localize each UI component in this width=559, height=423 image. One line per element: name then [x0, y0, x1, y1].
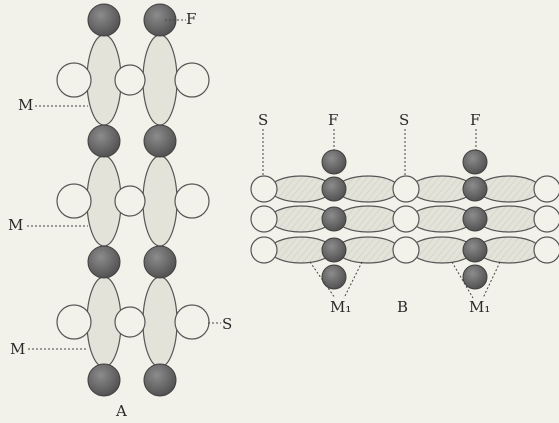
dark-sphere	[143, 245, 177, 279]
dark-sphere	[462, 206, 488, 232]
small-ring	[392, 175, 420, 203]
label-s-a: S	[222, 315, 233, 333]
pale-ellipse	[142, 34, 178, 126]
small-ring	[392, 236, 420, 264]
dark-sphere	[143, 3, 177, 37]
leader-line	[343, 261, 363, 299]
label-s-b-2: S	[399, 111, 410, 129]
label-m-a-3: M	[10, 340, 26, 358]
label-m-a-1: M	[18, 96, 34, 114]
dark-sphere	[143, 124, 177, 158]
small-ring	[56, 62, 92, 98]
small-ring	[174, 183, 210, 219]
small-ring	[174, 304, 210, 340]
small-ring	[533, 236, 559, 264]
small-ring	[174, 62, 210, 98]
small-ring	[114, 306, 146, 338]
dark-sphere	[143, 363, 177, 397]
dark-sphere	[321, 206, 347, 232]
label-f-a: F	[186, 10, 197, 28]
small-ring	[250, 175, 278, 203]
small-ring	[392, 205, 420, 233]
leader-line	[309, 261, 336, 299]
small-ring	[533, 205, 559, 233]
dark-sphere	[321, 264, 347, 290]
label-f-b-2: F	[470, 111, 481, 129]
small-ring	[533, 175, 559, 203]
dark-sphere	[87, 124, 121, 158]
dark-sphere	[321, 149, 347, 175]
dark-sphere	[87, 363, 121, 397]
label-a: A	[116, 402, 127, 420]
small-ring	[114, 64, 146, 96]
dark-sphere	[462, 176, 488, 202]
small-ring	[250, 236, 278, 264]
leader-line	[451, 261, 474, 299]
dark-sphere	[321, 237, 347, 263]
dark-sphere	[87, 3, 121, 37]
dark-sphere	[462, 264, 488, 290]
dark-sphere	[462, 149, 488, 175]
label-s-b-1: S	[258, 111, 269, 129]
dark-sphere	[321, 176, 347, 202]
dark-sphere	[462, 237, 488, 263]
pale-ellipse	[142, 155, 178, 247]
dark-sphere	[87, 245, 121, 279]
small-ring	[114, 185, 146, 217]
label-m1-b-1: M₁	[330, 298, 352, 316]
small-ring	[56, 183, 92, 219]
leader-line	[482, 261, 501, 299]
small-ring	[56, 304, 92, 340]
label-b: B	[397, 298, 409, 316]
small-ring	[250, 205, 278, 233]
pale-ellipse	[142, 276, 178, 368]
label-f-b-1: F	[328, 111, 339, 129]
label-m-a-2: M	[8, 216, 24, 234]
label-m1-b-2: M₁	[469, 298, 491, 316]
